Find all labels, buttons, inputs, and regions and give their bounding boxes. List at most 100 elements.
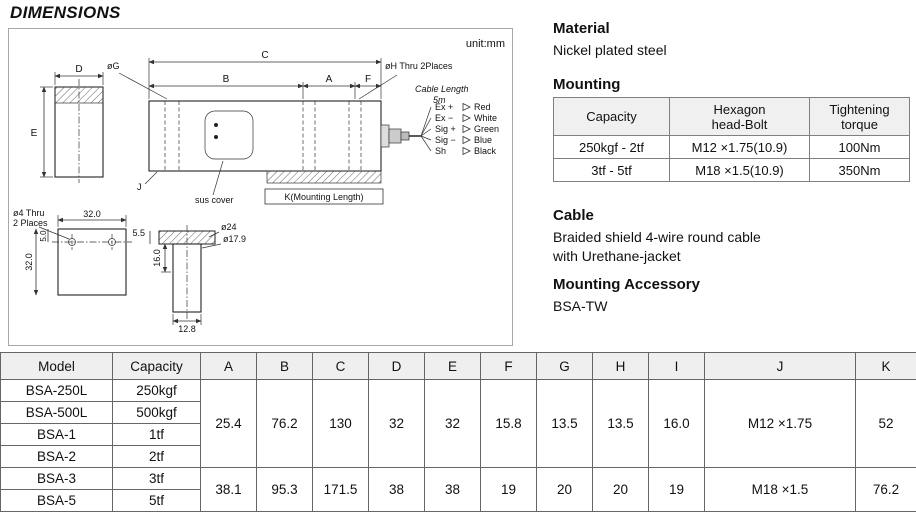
mount-cell: 350Nm bbox=[809, 158, 910, 182]
dim-label-j: J bbox=[137, 182, 142, 192]
wire-arrow-icon bbox=[462, 146, 471, 156]
model-cell: BSA-250L bbox=[0, 379, 113, 402]
spec-header: H bbox=[592, 352, 649, 380]
spec-cell: 38 bbox=[424, 467, 481, 512]
dim-label-a: A bbox=[326, 74, 333, 85]
dim-label-b: B bbox=[223, 74, 230, 85]
section-view: 5.5 ø24 ø17.9 16.0 12.8 bbox=[132, 222, 246, 334]
mount-header-torque: Tightening torque bbox=[809, 97, 910, 136]
accessory-section: Mounting Accessory BSA-TW bbox=[553, 276, 700, 316]
capacity-cell: 250kgf bbox=[112, 379, 201, 402]
table-row: BSA-1 1tf bbox=[0, 423, 916, 446]
spec-cell: 19 bbox=[648, 467, 705, 512]
spec-cell: 15.8 bbox=[480, 379, 537, 468]
wire-label: Ex + bbox=[435, 102, 453, 112]
mount-cell: 250kgf - 2tf bbox=[553, 135, 670, 159]
spec-header: I bbox=[648, 352, 705, 380]
capacity-cell: 2tf bbox=[112, 445, 201, 468]
accessory-heading: Mounting Accessory bbox=[553, 276, 700, 293]
dim-label-phi4-2: 2 Places bbox=[13, 218, 48, 228]
sus-cover-outline bbox=[204, 110, 254, 160]
wire-color: Red bbox=[474, 102, 491, 112]
capacity-cell: 500kgf bbox=[112, 401, 201, 424]
material-heading: Material bbox=[553, 20, 610, 37]
dim-label-phi4-1: ø4 Thru bbox=[13, 208, 44, 218]
spec-cell: 20 bbox=[536, 467, 593, 512]
mount-header-bolt: Hexagon head-Bolt bbox=[669, 97, 810, 136]
spec-header: E bbox=[424, 352, 481, 380]
table-row: 250kgf - 2tf M12 ×1.75(10.9) 100Nm bbox=[553, 135, 910, 159]
capacity-cell: 3tf bbox=[112, 467, 201, 490]
cable-section: Cable Braided shield 4-wire round cable … bbox=[553, 207, 761, 266]
wire-color: Green bbox=[474, 124, 499, 134]
spec-cell: 52 bbox=[855, 379, 916, 468]
dim-label-5: 5.0 bbox=[39, 230, 48, 242]
dim-label-phi-g: øG bbox=[107, 61, 120, 71]
capacity-cell: 1tf bbox=[112, 423, 201, 446]
dim-label-32-top: 32.0 bbox=[83, 209, 101, 219]
capacity-cell: 5tf bbox=[112, 489, 201, 512]
table-row: BSA-5 5tf bbox=[0, 489, 916, 512]
cable-length-label: Cable Length bbox=[415, 84, 469, 94]
spec-cell: M18 ×1.5 bbox=[704, 467, 856, 512]
spec-table-wrap: Model Capacity A B C D E F G H I J K B bbox=[0, 352, 916, 512]
wire-arrow-icon bbox=[462, 102, 471, 112]
mount-header-capacity: Capacity bbox=[553, 97, 670, 136]
wire-arrow-icon bbox=[462, 113, 471, 123]
wire-arrow-icon bbox=[462, 135, 471, 145]
cable-length-value: 5m bbox=[433, 95, 446, 105]
dim-label-f: F bbox=[365, 74, 371, 85]
dim-label-k: K(Mounting Length) bbox=[284, 192, 363, 202]
table-row: Capacity Hexagon head-Bolt Tightening to… bbox=[553, 97, 910, 136]
spec-table: Model Capacity A B C D E F G H I J K B bbox=[0, 352, 916, 512]
spec-cell: 171.5 bbox=[312, 467, 369, 512]
dim-label-phi24: ø24 bbox=[221, 222, 237, 232]
spec-header: B bbox=[256, 352, 313, 380]
spec-header: F bbox=[480, 352, 537, 380]
wire-label: Ex − bbox=[435, 113, 453, 123]
mounting-heading: Mounting bbox=[553, 76, 621, 93]
spec-header: C bbox=[312, 352, 369, 380]
spec-cell: 16.0 bbox=[648, 379, 705, 468]
spec-header: A bbox=[200, 352, 257, 380]
wire-label: Sig + bbox=[435, 124, 456, 134]
wire-color: Black bbox=[474, 146, 497, 156]
end-view: D E bbox=[31, 64, 104, 183]
mounting-table: Capacity Hexagon head-Bolt Tightening to… bbox=[553, 97, 910, 182]
side-view: K(Mounting Length) C B A F øG øH Thru 2P… bbox=[107, 50, 453, 205]
model-cell: BSA-2 bbox=[0, 445, 113, 468]
spec-header: G bbox=[536, 352, 593, 380]
wire-label: Sig − bbox=[435, 135, 456, 145]
wire-color: Blue bbox=[474, 135, 492, 145]
dim-label-phi179: ø17.9 bbox=[223, 234, 246, 244]
mount-cell: M12 ×1.75(10.9) bbox=[669, 135, 810, 159]
table-row: 3tf - 5tf M18 ×1.5(10.9) 350Nm bbox=[553, 158, 910, 182]
spec-header: D bbox=[368, 352, 425, 380]
table-row: BSA-250L 250kgf 25.4 76.2 130 32 32 15.8… bbox=[0, 379, 916, 468]
cable-text: Braided shield 4-wire round cable with U… bbox=[553, 229, 761, 264]
material-text: Nickel plated steel bbox=[553, 42, 667, 58]
spec-cell: 76.2 bbox=[855, 467, 916, 512]
spec-header: Model bbox=[0, 352, 113, 380]
material-section: Material Nickel plated steel bbox=[553, 20, 667, 60]
spec-cell: 38.1 bbox=[200, 467, 257, 512]
unit-label: unit:mm bbox=[466, 38, 505, 50]
dim-label-16: 16.0 bbox=[152, 249, 162, 267]
table-row: Model Capacity A B C D E F G H I J K bbox=[0, 352, 916, 380]
table-row: BSA-500L 500kgf bbox=[0, 401, 916, 424]
model-cell: BSA-3 bbox=[0, 467, 113, 490]
dim-label-55: 5.5 bbox=[132, 228, 145, 238]
spec-cell: 38 bbox=[368, 467, 425, 512]
dim-label-128: 12.8 bbox=[178, 324, 196, 334]
spec-cell: 13.5 bbox=[592, 379, 649, 468]
mount-cell: 100Nm bbox=[809, 135, 910, 159]
spec-header: Capacity bbox=[112, 352, 201, 380]
dim-label-phi-h: øH Thru 2Places bbox=[385, 61, 453, 71]
mounting-section: Mounting Capacity Hexagon head-Bolt Tigh… bbox=[553, 76, 910, 182]
model-cell: BSA-500L bbox=[0, 401, 113, 424]
model-cell: BSA-1 bbox=[0, 423, 113, 446]
cable-wires: Cable Length 5m Ex + Red Ex − White Sig … bbox=[380, 84, 499, 156]
dim-label-d: D bbox=[75, 64, 82, 75]
drawing-svg: unit:mm D E bbox=[13, 38, 505, 334]
table-row: BSA-2 2tf bbox=[0, 445, 916, 468]
